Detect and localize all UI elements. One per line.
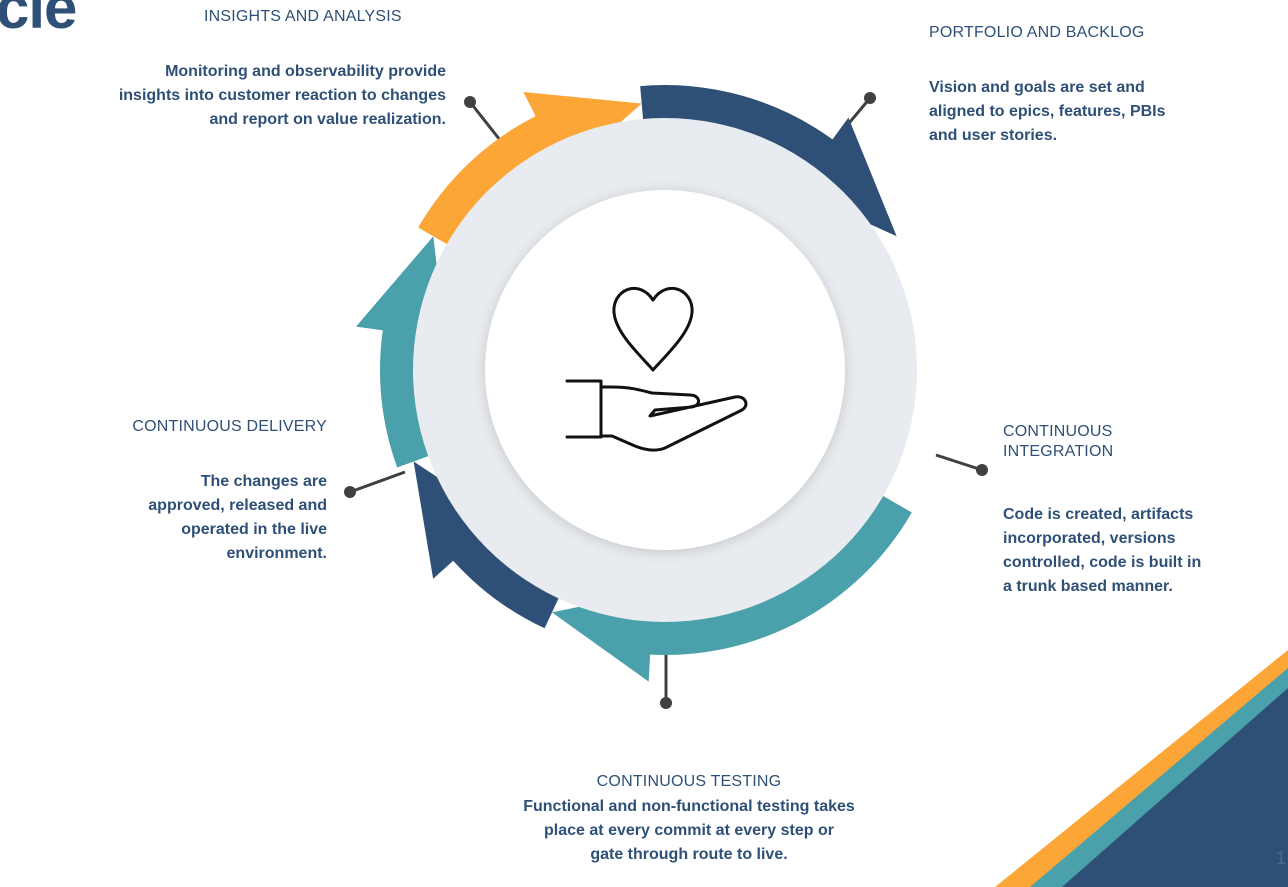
portfolio-text-line: Vision and goals are set and [929,79,1145,96]
portfolio-text-line: aligned to epics, features, PBIs [929,103,1166,120]
insights-heading: INSIGHTS AND ANALYSIS [204,8,402,25]
testing-text: Functional and non-functional testing ta… [449,795,929,867]
connector-delivery [349,470,406,494]
connector-dot-insights [464,96,476,108]
integration-text-line: controlled, code is built in [1003,554,1202,571]
portfolio-text-line: and user stories. [929,127,1058,144]
connector-dot-delivery [344,486,356,498]
integration-text-line: a trunk based manner. [1003,578,1173,595]
arrow-testing-navy [413,461,560,629]
connector-dot-integration [976,464,988,476]
testing-text-line: Functional and non-functional testing ta… [523,798,855,815]
corner-navy-stripe [1062,688,1288,887]
connector-integration [935,453,983,472]
insights-text-line: insights into customer reaction to chang… [118,87,446,104]
delivery-text-line: operated in the live [181,521,327,538]
delivery-text-line: approved, released and [148,497,327,514]
connector-dot-testing [660,697,672,709]
integration-heading-line: CONTINUOUS [1003,423,1113,440]
page-title-fragment: cle [0,0,77,41]
arrow-delivery-teal [356,236,446,468]
integration-text-line: Code is created, artifacts [1003,506,1194,523]
insights-text-line: Monitoring and observability provide [165,63,446,80]
corner-decoration [995,650,1288,887]
portfolio-text: Vision and goals are set and aligned to … [929,76,1259,148]
arrow-integration-teal [551,495,912,682]
connector-insights [468,101,502,141]
hand-icon [565,379,748,452]
integration-heading: CONTINUOUS INTEGRATION [1003,422,1113,462]
center-inner-circle [485,190,845,550]
testing-text-line: place at every commit at every step or [544,822,834,839]
insights-text: Monitoring and observability provide ins… [0,60,446,132]
delivery-heading: CONTINUOUS DELIVERY [132,418,327,435]
connectors [344,92,988,709]
integration-heading-line: INTEGRATION [1003,443,1114,460]
portfolio-heading: PORTFOLIO AND BACKLOG [929,24,1145,41]
heart-icon [612,287,694,372]
delivery-text-line: The changes are [200,473,327,490]
page-number: 1 [1276,848,1287,868]
heart-in-hand-icon [565,287,748,452]
insights-text-line: and report on value realization. [209,111,447,128]
integration-text: Code is created, artifacts incorporated,… [1003,503,1283,599]
delivery-text-line: environment. [226,545,327,562]
testing-text-line: gate through route to live. [590,846,788,863]
testing-heading: CONTINUOUS TESTING [596,773,782,790]
connector-dot-portfolio [864,92,876,104]
delivery-text: The changes are approved, released and o… [40,470,327,566]
integration-text-line: incorporated, versions [1003,530,1176,547]
